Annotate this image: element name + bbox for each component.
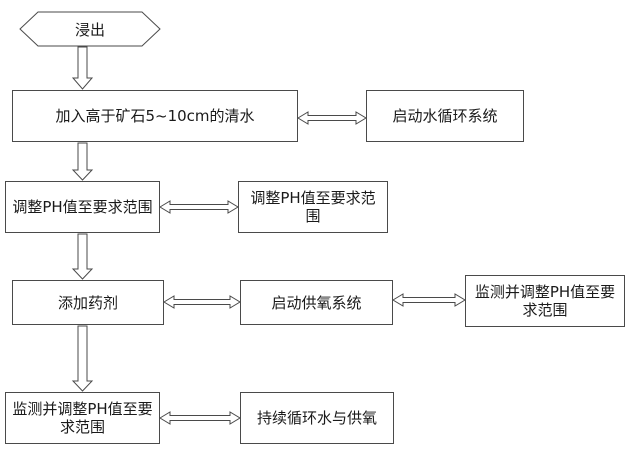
- step2-label: 调整PH值至要求范围: [12, 198, 153, 216]
- step1-add-water-box: 加入高于矿石5~10cm的清水: [12, 90, 298, 142]
- step3-mid-oxygen-box: 启动供氧系统: [240, 280, 393, 325]
- arrow-step3-to-step4: [71, 325, 94, 392]
- arrow-step1-to-step2: [71, 142, 94, 181]
- step2-side-label: 调整PH值至要求范围: [250, 189, 376, 225]
- step3-add-reagent-box: 添加药剂: [12, 280, 164, 325]
- step2-adjust-ph-box: 调整PH值至要求范围: [5, 181, 160, 233]
- arrow-start-to-step1: [71, 46, 94, 90]
- double-arrow-step3-side: [392, 293, 466, 307]
- double-arrow-step4-side: [159, 411, 241, 425]
- arrow-step2-to-step3: [71, 233, 94, 280]
- step1-side-label: 启动水循环系统: [392, 107, 498, 125]
- step4-side-continuous-box: 持续循环水与供氧: [240, 392, 394, 444]
- step4-side-label: 持续循环水与供氧: [256, 409, 377, 427]
- step2-side-adjust-ph-box: 调整PH值至要求范围: [238, 181, 388, 233]
- start-label: 浸出: [74, 20, 105, 39]
- step4-monitor-ph-box: 监测并调整PH值至要求范围: [5, 392, 160, 444]
- double-arrow-step2-side: [159, 200, 239, 214]
- step1-side-circulation-box: 启动水循环系统: [366, 90, 524, 142]
- double-arrow-step1-side: [297, 111, 367, 125]
- double-arrow-step3-mid: [163, 295, 241, 309]
- step1-label: 加入高于矿石5~10cm的清水: [55, 107, 255, 125]
- step3-label: 添加药剂: [57, 293, 118, 312]
- step3-side-label: 监测并调整PH值至要求范围: [474, 283, 616, 319]
- step3-mid-label: 启动供氧系统: [271, 293, 362, 312]
- step4-label: 监测并调整PH值至要求范围: [12, 400, 153, 436]
- start-hexagon: [19, 11, 161, 47]
- step3-side-monitor-ph-box: 监测并调整PH值至要求范围: [465, 275, 625, 327]
